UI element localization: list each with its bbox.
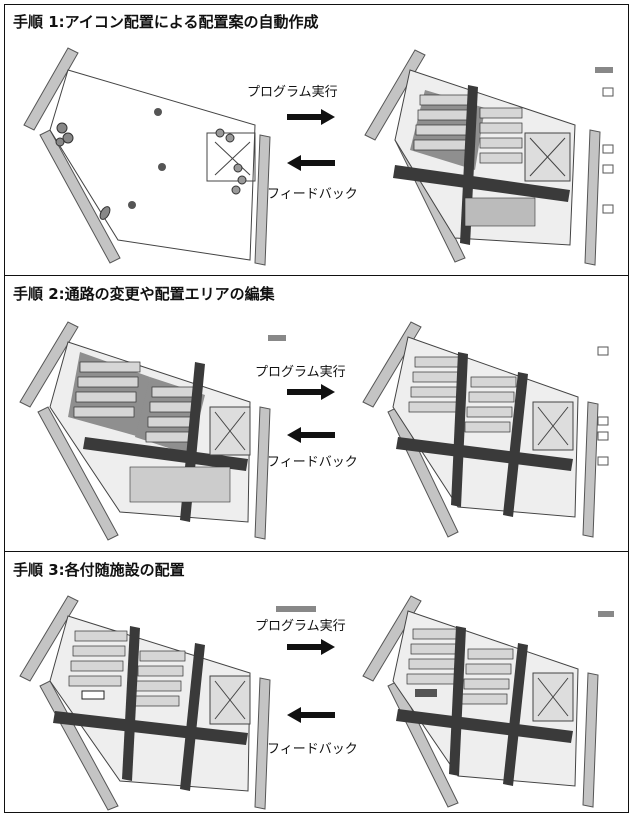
divider-1 bbox=[5, 275, 628, 276]
step-3-panel: 手順 3:各付随施設の配置 プログラム実行 bbox=[5, 553, 628, 814]
step-3-feedback-arrow bbox=[287, 707, 335, 723]
step-2-feedback-arrow bbox=[287, 427, 335, 443]
step-3-feedback-label: フィードバック bbox=[267, 742, 358, 757]
step-3-title: 手順 3:各付随施設の配置 bbox=[13, 561, 185, 579]
step-2-title: 手順 2:通路の変更や配置エリアの編集 bbox=[13, 285, 275, 303]
figure-frame: 手順 1:アイコン配置による配置案の自動作成 プログラム実行 フィードバック bbox=[4, 4, 629, 813]
step-2-regenerated-plan bbox=[362, 321, 609, 538]
step-1-generated-plan bbox=[364, 49, 614, 266]
step-1-feedback-arrow bbox=[287, 155, 335, 171]
step-3-facility-layout bbox=[19, 595, 316, 811]
divider-2 bbox=[5, 551, 628, 552]
step-2-run-arrow bbox=[287, 384, 335, 400]
step-1-icon-layout bbox=[23, 47, 271, 266]
step-1-panel: 手順 1:アイコン配置による配置案の自動作成 プログラム実行 フィードバック bbox=[5, 5, 628, 273]
step-2-feedback-label: フィードバック bbox=[267, 455, 358, 470]
step-1-run-arrow bbox=[287, 109, 335, 125]
step-3-final-plan bbox=[362, 595, 614, 808]
step-3-run-label: プログラム実行 bbox=[255, 619, 346, 634]
step-1-run-label: プログラム実行 bbox=[247, 85, 338, 100]
step-2-run-label: プログラム実行 bbox=[255, 365, 346, 380]
step-2-panel: 手順 2:通路の変更や配置エリアの編集 プログラム実行 bbox=[5, 277, 628, 547]
step-2-edited-layout bbox=[19, 321, 286, 541]
step-1-title: 手順 1:アイコン配置による配置案の自動作成 bbox=[13, 13, 319, 31]
step-3-run-arrow bbox=[287, 639, 335, 655]
step-1-feedback-label: フィードバック bbox=[267, 187, 358, 202]
